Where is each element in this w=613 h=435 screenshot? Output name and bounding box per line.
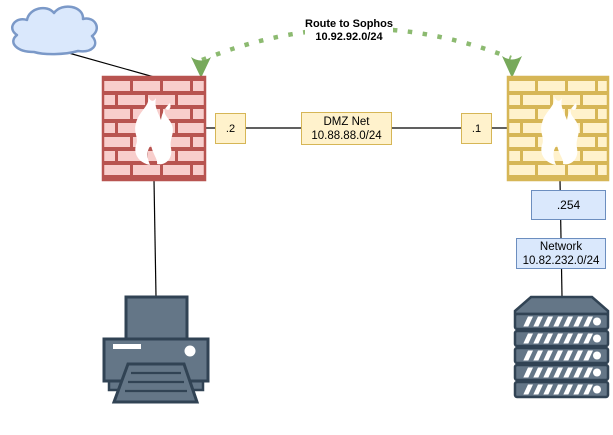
lan-label-line1: Network [539, 240, 583, 253]
dmz-net-label: DMZ Net 10.88.88.0/24 [301, 112, 392, 145]
firewall-right-lan-ip-label: .254 [531, 190, 606, 220]
server-icon [513, 295, 610, 399]
route-arrow-arc [201, 26, 512, 63]
connector-firewall-printer [153, 179, 157, 297]
route-arrowhead-right [502, 56, 522, 78]
network-label: Network 10.82.232.0/24 [516, 238, 606, 269]
route-label-line2: 10.92.92.0/24 [315, 31, 383, 43]
dmz-label-line1: DMZ Net [323, 115, 370, 128]
route-arrow [191, 26, 522, 78]
dmz-label-line2: 10.88.88.0/24 [311, 129, 382, 142]
firewall-right-icon [506, 75, 610, 182]
lan-label-line2: 10.82.232.0/24 [522, 254, 600, 267]
route-to-sophos-label: Route to Sophos 10.92.92.0/24 [305, 17, 393, 45]
firewall-left-dmz-ip-label: .2 [215, 113, 246, 144]
printer-icon [102, 295, 210, 404]
connector-cloud-firewall [57, 49, 155, 78]
firewall-right-dmz-ip-label: .1 [461, 113, 492, 144]
route-label-line1: Route to Sophos [305, 17, 393, 30]
route-arrowhead-left [191, 57, 211, 78]
firewall-left-icon [101, 75, 207, 182]
cloud-icon [11, 5, 98, 56]
